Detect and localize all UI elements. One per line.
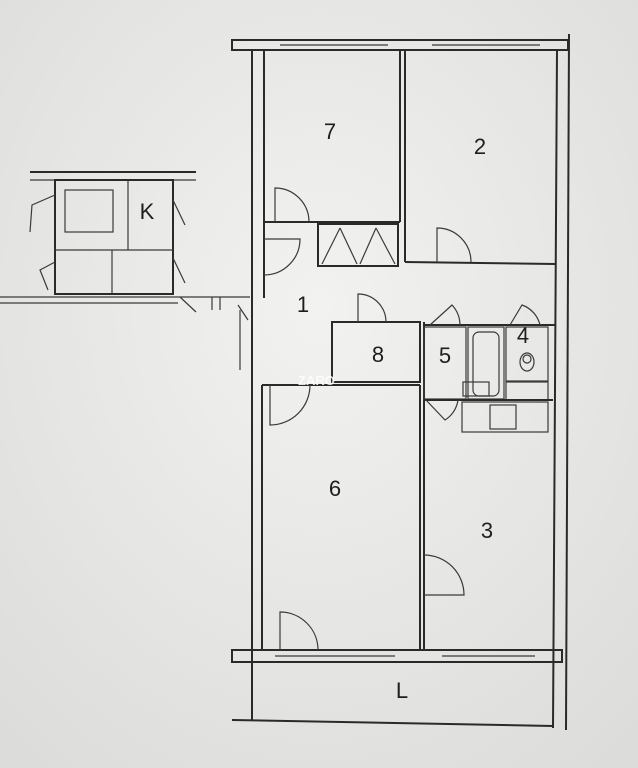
- watermark: ZARO: [298, 373, 335, 388]
- room-label-7: 7: [324, 119, 336, 144]
- room-label-2: 2: [474, 134, 486, 159]
- room-labels: 7 2 K 1 8 5 4 6 3 L: [140, 119, 529, 703]
- room-label-k: K: [140, 199, 155, 224]
- room-label-1: 1: [297, 292, 309, 317]
- room-label-8: 8: [372, 342, 384, 367]
- room-label-l: L: [396, 678, 408, 703]
- interior-walls: [262, 50, 556, 650]
- doors: [179, 187, 541, 651]
- room-label-4: 4: [517, 323, 529, 348]
- outer-walls: [0, 33, 570, 731]
- storage-k: [29, 171, 196, 295]
- room-label-3: 3: [481, 518, 493, 543]
- room-label-6: 6: [329, 476, 341, 501]
- room-label-5: 5: [439, 343, 451, 368]
